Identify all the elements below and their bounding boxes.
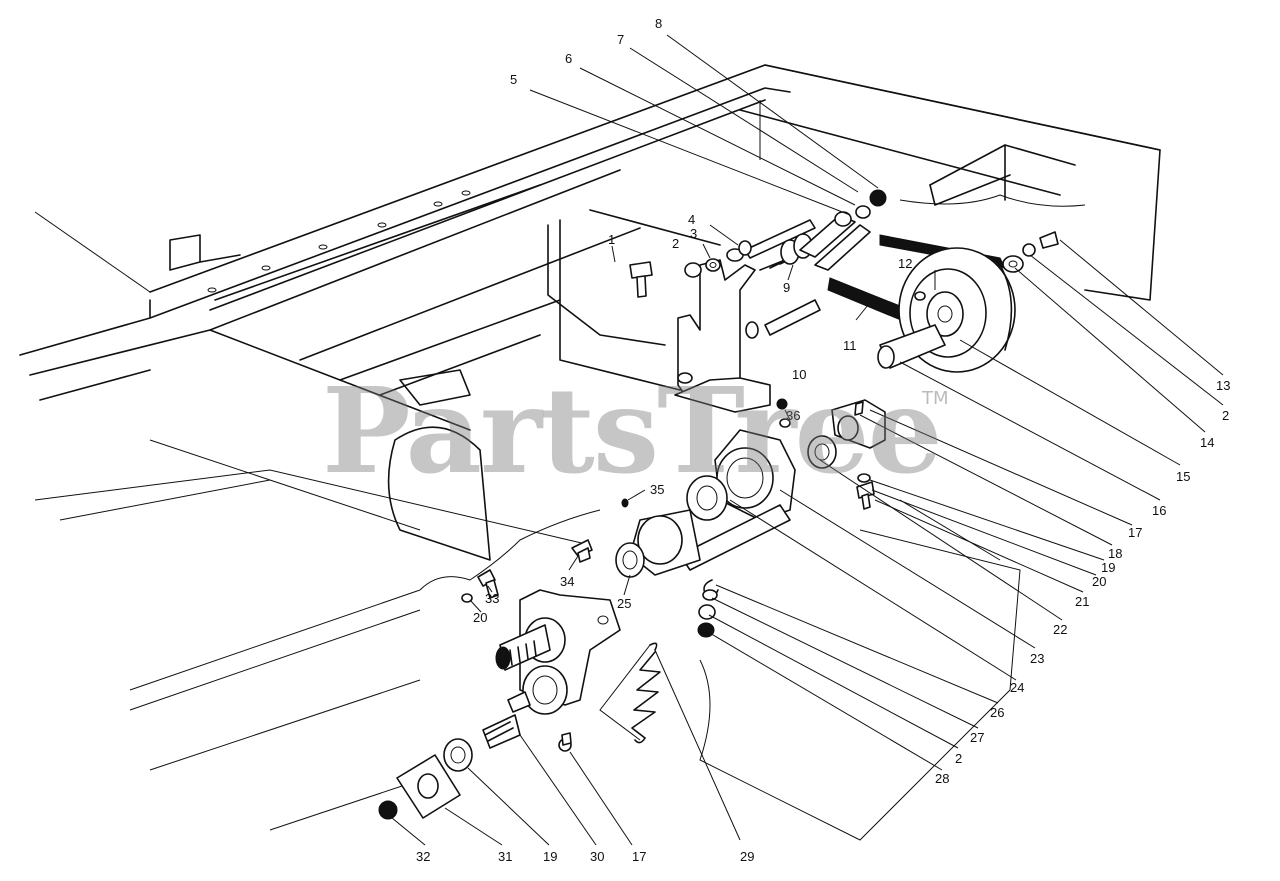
- belt-and-pulley: [827, 231, 1059, 373]
- callout-19: 19: [543, 849, 557, 864]
- callout-29: 29: [740, 849, 754, 864]
- callout-24: 24: [1010, 680, 1024, 695]
- callout-21: 21: [1075, 594, 1089, 609]
- callout-30: 30: [590, 849, 604, 864]
- callout-2: 2: [955, 751, 962, 766]
- callout-33: 33: [485, 591, 499, 606]
- callout-8: 8: [655, 16, 662, 31]
- callout-6: 6: [565, 51, 572, 66]
- callout-28: 28: [935, 771, 949, 786]
- callout-12: 12: [898, 256, 912, 271]
- callout-13: 13: [1216, 378, 1230, 393]
- callout-17: 17: [1128, 525, 1142, 540]
- bolt: [629, 261, 653, 298]
- tractor-frame: [19, 64, 1161, 841]
- callout-11: 11: [843, 338, 857, 353]
- callout-1: 1: [608, 232, 615, 247]
- callout-23: 23: [1030, 651, 1044, 666]
- callout-34: 34: [560, 574, 574, 589]
- callout-3: 3: [690, 226, 697, 241]
- idler-bracket: [674, 248, 771, 413]
- callout-19: 19: [1101, 560, 1115, 575]
- callout-22: 22: [1053, 622, 1067, 637]
- callout-27: 27: [970, 730, 984, 745]
- callout-15: 15: [1176, 469, 1190, 484]
- callout-26: 26: [990, 705, 1004, 720]
- callout-4: 4: [688, 212, 695, 227]
- callout-25: 25: [617, 596, 631, 611]
- callout-35: 35: [650, 482, 664, 497]
- callout-32: 32: [416, 849, 430, 864]
- callout-14: 14: [1200, 435, 1214, 450]
- callout-numbers: 1 2 3 4 5 6 7 8 9 10 11 12 13 2 14 15 16…: [416, 16, 1230, 864]
- callout-7: 7: [617, 32, 624, 47]
- callout-16: 16: [1152, 503, 1166, 518]
- callout-36: 36: [786, 408, 800, 423]
- callout-31: 31: [498, 849, 512, 864]
- lower-parts: [378, 691, 572, 820]
- callout-10: 10: [792, 367, 806, 382]
- leader-lines: [391, 34, 1224, 846]
- extension-spring: [631, 642, 661, 744]
- callout-20: 20: [473, 610, 487, 625]
- drive-shaft-assembly: [495, 398, 886, 715]
- spring-assembly: [738, 189, 887, 339]
- callout-2: 2: [672, 236, 679, 251]
- callout-9: 9: [783, 280, 790, 295]
- callout-5: 5: [510, 72, 517, 87]
- callout-17: 17: [632, 849, 646, 864]
- washer-and-nut: [684, 258, 721, 278]
- callout-18: 18: [1108, 546, 1122, 561]
- callout-2: 2: [1222, 408, 1229, 423]
- callout-20: 20: [1092, 574, 1106, 589]
